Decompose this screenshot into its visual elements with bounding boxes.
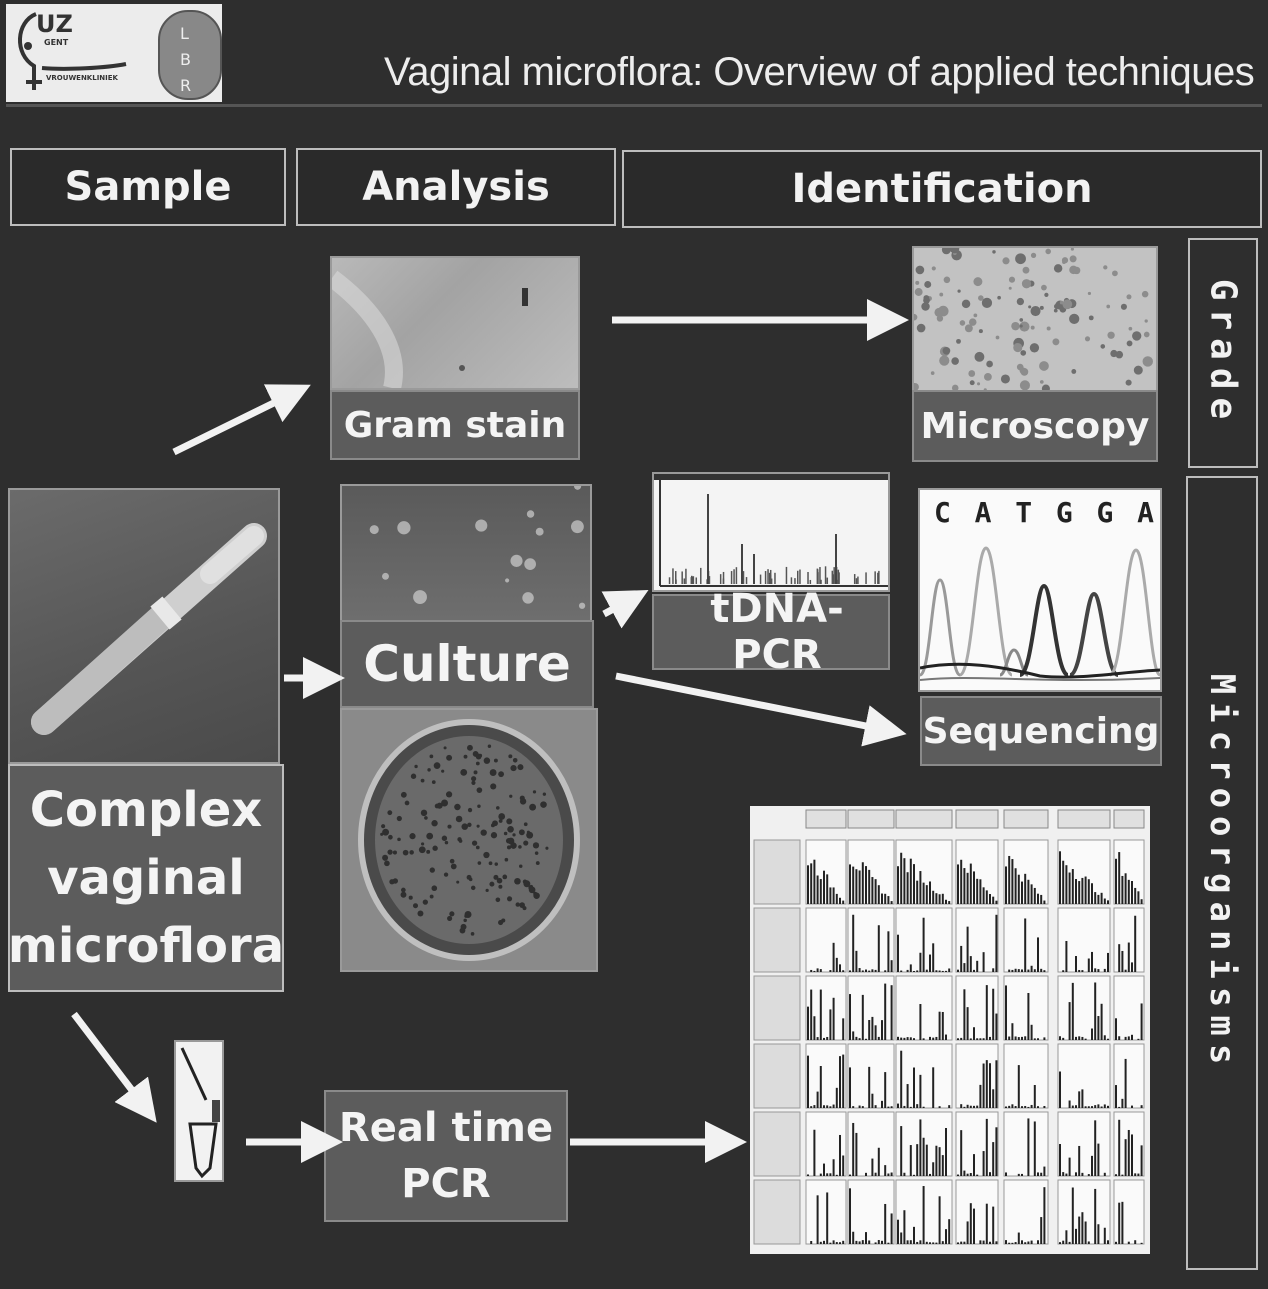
arrow-sample-to-tube <box>74 1014 144 1106</box>
arrow-culture-to-tdna <box>604 600 630 614</box>
arrow-culture-to-sequencing <box>616 676 886 730</box>
arrow-sample-to-gram <box>174 394 292 452</box>
